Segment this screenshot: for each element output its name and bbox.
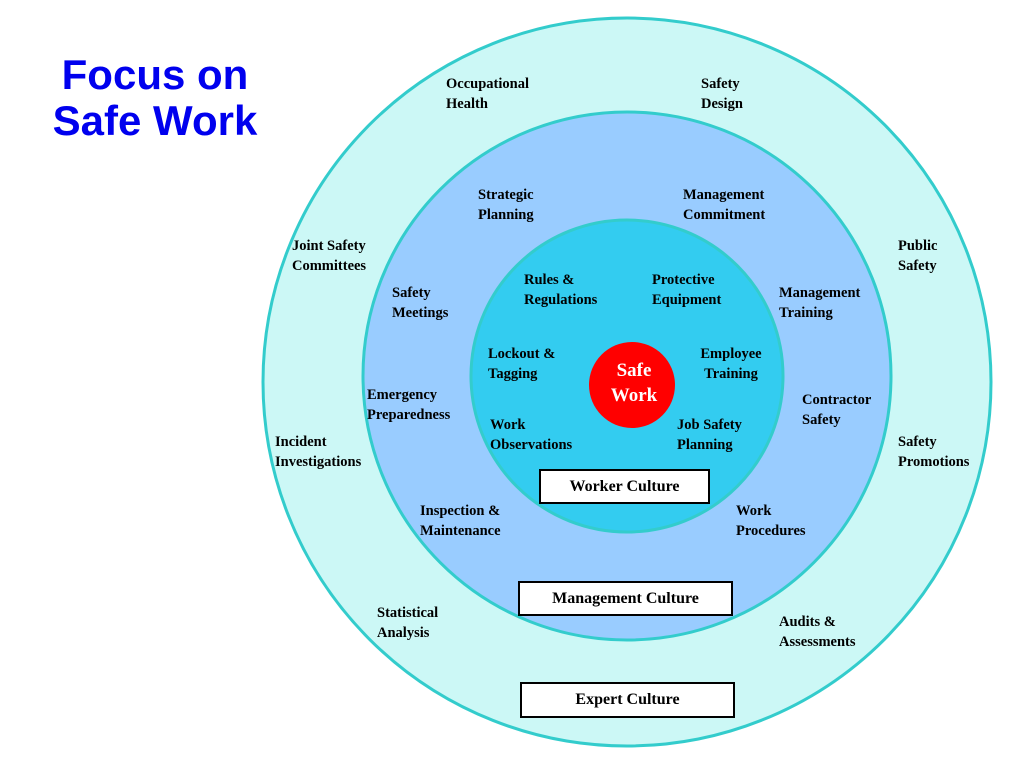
title-line-2: Safe Work [52, 97, 258, 144]
expert-culture-box: Expert Culture [520, 682, 735, 718]
label-management-commitment: Management Commitment [683, 187, 766, 223]
label-joint-safety-committees: Joint Safety Committees [292, 238, 367, 274]
label-safety-design: Safety Design [701, 76, 743, 112]
label-strategic-planning: Strategic Planning [478, 187, 534, 223]
label-statistical-analysis: Statistical Analysis [377, 605, 439, 641]
label-job-safety-planning: Job Safety Planning [677, 417, 742, 453]
center-label-safe-work: Safe Work [610, 360, 658, 406]
center-circle-safe-work [589, 342, 675, 428]
label-work-observations: Work Observations [490, 417, 573, 453]
label-work-procedures: Work Procedures [736, 503, 806, 539]
label-public-safety: Public Safety [898, 238, 938, 274]
label-audits-assessments: Audits & Assessments [779, 614, 856, 650]
label-occupational-health: Occupational Health [446, 76, 529, 112]
label-safety-promotions: Safety Promotions [898, 434, 970, 470]
worker-culture-box: Worker Culture [539, 469, 710, 504]
label-lockout-tagging: Lockout & Tagging [488, 346, 556, 382]
label-rules-regulations: Rules & Regulations [524, 272, 598, 308]
management-culture-box: Management Culture [518, 581, 733, 616]
label-inspection-maintenance: Inspection & Maintenance [420, 503, 501, 539]
label-contractor-safety: Contractor Safety [802, 392, 872, 428]
label-protective-equipment: Protective Equipment [652, 272, 722, 308]
label-employee-training: Employee Training [700, 346, 762, 382]
label-emergency-preparedness: Emergency Preparedness [367, 387, 451, 423]
slide-title: Focus on Safe Work [40, 52, 270, 144]
label-management-training: Management Training [779, 285, 861, 321]
title-line-1: Focus on [61, 51, 249, 98]
label-safety-meetings: Safety Meetings [392, 285, 449, 321]
label-incident-investigations: Incident Investigations [275, 434, 362, 470]
